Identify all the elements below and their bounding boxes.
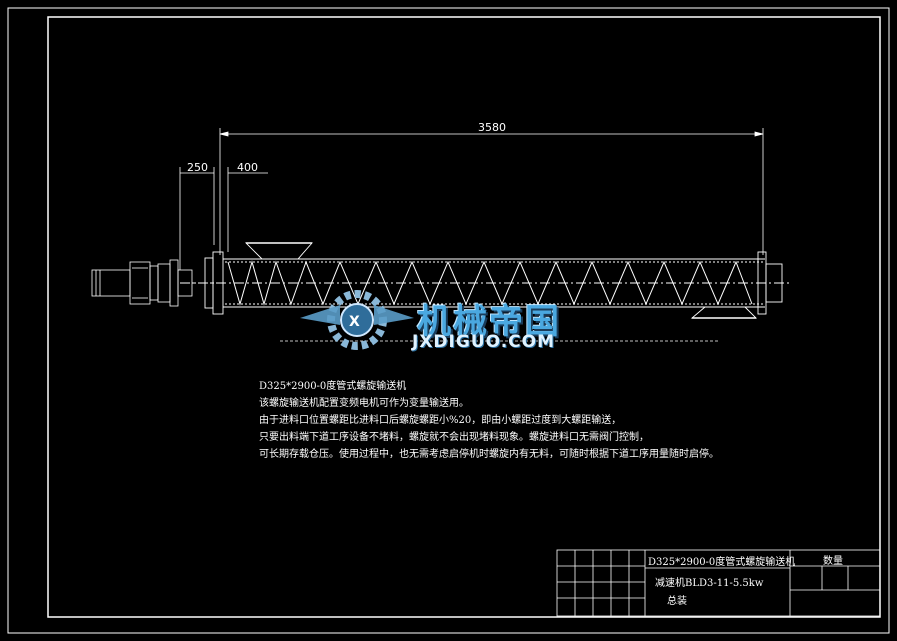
dim-250: 250 [187,161,208,174]
dimension-lines [179,128,764,342]
screw-flight [227,260,753,306]
title-block-quantity-header: 数量 [823,556,843,567]
watermark-text-cn: 机械帝国 [417,302,561,342]
note-line: 该螺旋输送机配置变频电机可作为变量输送用。 [259,398,469,409]
title-block-title: D325*2900-0度管式螺旋输送机 [648,557,796,568]
drawing-frame [47,16,881,618]
motor-assembly [91,259,193,307]
title-block [556,549,881,617]
dim-400: 400 [237,161,258,174]
title-block-assembly: 总装 [667,596,687,607]
title-block-reducer: 减速机BLD3-11-5.5kw [655,578,764,589]
watermark-text-en: JXDIGUO.COM [412,332,556,352]
svg-text:X: X [349,314,360,330]
note-line: 可长期存载仓压。使用过程中，也无需考虑启停机时螺旋内有无料，可随时根据下道工序用… [259,449,719,460]
watermark-emblem: X [300,290,414,350]
note-line: 由于进料口位置螺距比进料口后螺旋螺距小%20，即由小螺距过度到大螺距输送， [259,415,622,426]
technical-notes: D325*2900-0度管式螺旋输送机 该螺旋输送机配置变频电机可作为变量输送用… [259,378,719,463]
conveyor-tube [180,242,790,319]
dim-3580: 3580 [478,121,506,134]
note-line: D325*2900-0度管式螺旋输送机 [259,381,407,392]
outer-border [7,7,890,634]
note-line: 只要出料端下道工序设备不堵料，螺旋就不会出现堵料现象。螺旋进料口无需阀门控制， [259,432,649,443]
